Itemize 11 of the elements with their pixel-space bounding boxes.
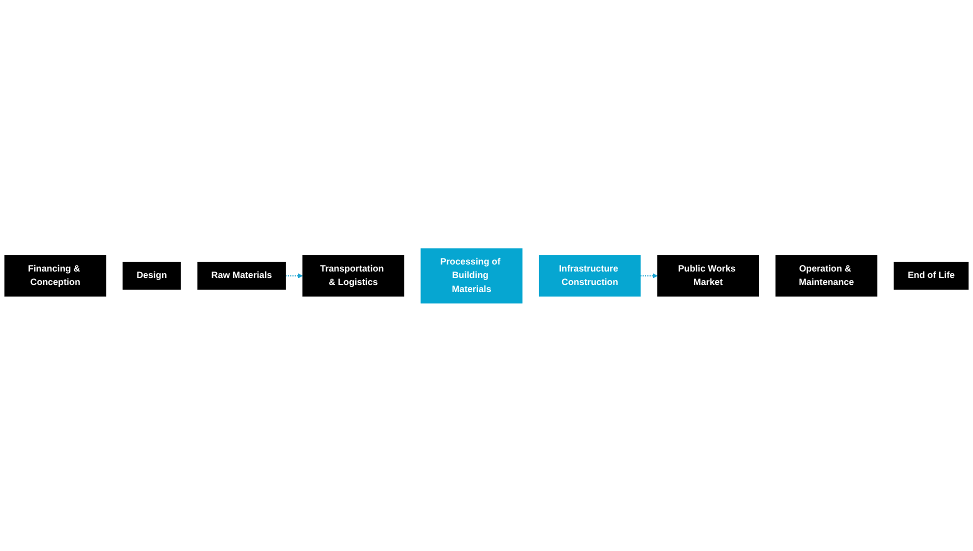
node-box: Financing & Conception [4,254,106,296]
node-box: Processing of Building Materials [420,248,522,304]
node-box: End of Life [894,262,969,290]
arrow [640,273,658,278]
node-box: Transportation & Logistics [302,254,404,296]
arrow [286,273,303,278]
node-box: Operation & Maintenance [775,254,878,296]
node-box: Design [122,262,181,290]
node-box: Public Works Market [657,254,759,296]
node-box: Infrastructure Construction [538,254,641,296]
node-box: Raw Materials [197,262,286,290]
